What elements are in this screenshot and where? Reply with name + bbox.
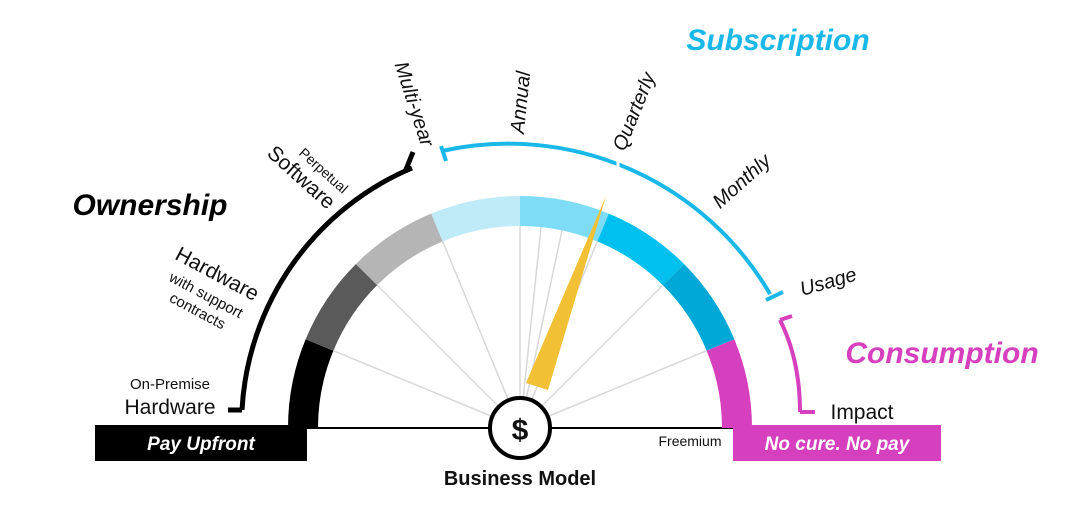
gauge-segment	[355, 213, 443, 286]
dollar-icon: $	[512, 414, 529, 447]
quarterly-label: Quarterly	[609, 69, 661, 154]
gauge-spoke	[549, 350, 707, 417]
gauge-spoke	[442, 241, 509, 399]
freemium-label: Freemium	[658, 433, 721, 449]
subscription-bracket-end	[765, 290, 784, 302]
annual-label: Annual	[507, 70, 536, 136]
gauge-segment	[288, 339, 334, 428]
consumption-bracket-start	[779, 314, 793, 322]
subscription-bracket-start	[439, 145, 448, 162]
gauge-segments	[288, 196, 752, 428]
gauge-spoke	[522, 227, 542, 397]
gauge-segment	[597, 213, 685, 286]
ownership-bracket	[239, 165, 413, 411]
hardware-label-group: Hardware with support contracts	[165, 243, 262, 333]
on-premise-hardware-label: Hardware	[124, 396, 215, 419]
center-hub	[488, 396, 552, 460]
subscription-heading: Subscription	[686, 24, 869, 57]
gauge-segment	[520, 196, 609, 242]
gauge-spoke	[333, 350, 491, 417]
gauge-segment	[662, 263, 735, 351]
consumption-heading: Consumption	[845, 337, 1038, 370]
subscription-bracket	[441, 141, 772, 296]
consumption-bracket	[778, 319, 802, 413]
ownership-heading: Ownership	[72, 189, 227, 222]
no-cure-no-pay-bar	[733, 425, 941, 461]
on-premise-label: On-Premise	[130, 376, 210, 393]
gauge-segment	[305, 263, 378, 351]
impact-label: Impact	[830, 401, 893, 424]
gauge-segment	[706, 339, 752, 428]
ownership-bracket-tick	[402, 151, 416, 173]
gauge-spoke	[542, 284, 664, 406]
no-cure-no-pay-label: No cure. No pay	[765, 434, 911, 455]
business-model-title: Business Model	[444, 468, 596, 490]
pay-upfront-bar	[95, 425, 307, 461]
gauge-spoke	[376, 284, 498, 406]
usage-label: Usage	[798, 264, 860, 301]
gauge-needle	[526, 196, 606, 390]
monthly-label: Monthly	[709, 149, 777, 213]
pay-upfront-label: Pay Upfront	[147, 434, 255, 455]
multi-year-label: Multi-year	[390, 59, 438, 151]
gauge-segment	[431, 196, 520, 242]
software-label-group: Perpetual Software	[263, 141, 352, 214]
